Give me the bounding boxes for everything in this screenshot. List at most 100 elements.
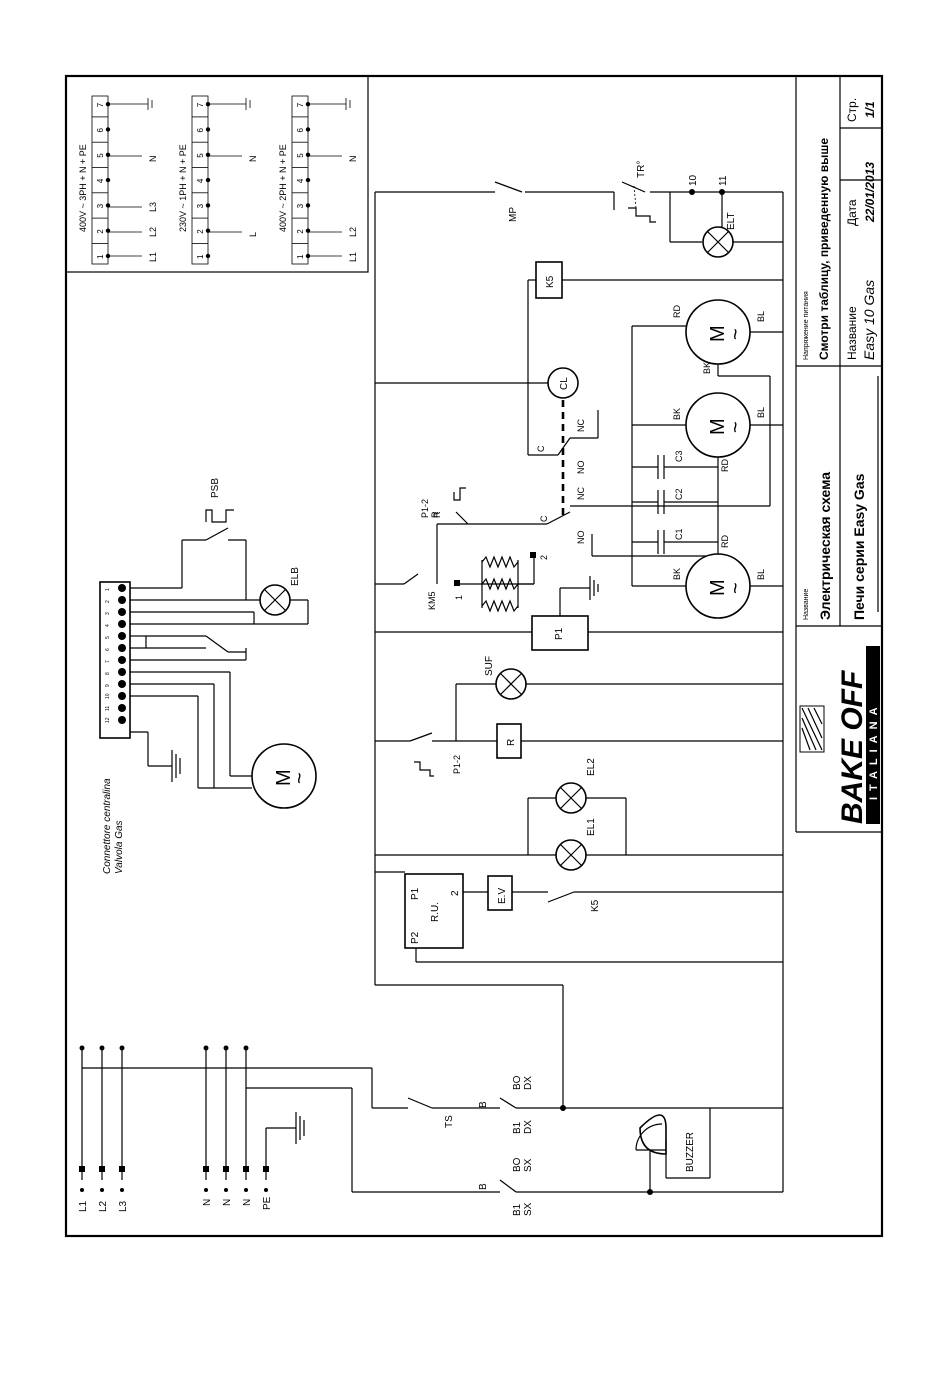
supply-value: Смотри таблицу, приведенную выше: [817, 138, 831, 360]
svg-text:C: C: [539, 515, 549, 522]
connector-pin: [118, 716, 126, 724]
supply-pin: [105, 127, 111, 132]
svg-text:~: ~: [725, 421, 747, 433]
svg-text:B: B: [478, 1183, 489, 1190]
supply-pin-label: 6: [96, 128, 105, 133]
svg-text:N: N: [148, 156, 158, 163]
ev-valve: [487, 875, 513, 911]
supply-table-frame: [65, 75, 369, 273]
connector-pin: [118, 608, 126, 616]
heater-resistors: [458, 555, 535, 613]
svg-text:NO: NO: [576, 531, 586, 545]
connector-pin-label: 5: [105, 636, 111, 639]
bake-off-logo: BAKE OFF ITALIANA: [799, 646, 880, 824]
supply-table-2: 230V ~ 1PH + N + PE L N: [178, 95, 258, 265]
svg-text:10: 10: [688, 174, 699, 186]
supply-table-1: 400V ~ 3PH + N + PE L1 L2 L3 N: [78, 95, 158, 265]
svg-text:BK: BK: [672, 568, 682, 580]
connector-pin-label: 9: [105, 684, 111, 687]
supply-pin-label: 3: [196, 203, 205, 208]
svg-text:~: ~: [725, 328, 747, 340]
supply-pin-label: 3: [296, 203, 305, 208]
fan-motor-1: M ~ RD BL BK: [672, 299, 766, 374]
svg-text:L3: L3: [118, 1200, 129, 1212]
svg-text:RD: RD: [720, 459, 730, 472]
svg-text:R: R: [506, 739, 517, 746]
connector-pin-label: 11: [105, 706, 111, 711]
supply-pin: [205, 203, 211, 208]
model-caption: Название: [845, 306, 859, 360]
svg-text:P1: P1: [410, 887, 421, 900]
svg-text:PSB: PSB: [210, 478, 221, 498]
svg-text:MP: MP: [508, 207, 519, 222]
svg-text:BK: BK: [702, 362, 712, 374]
supply-pin-label: 7: [296, 102, 305, 107]
svg-text:RD: RD: [672, 305, 682, 318]
connector-pin-label: 1: [105, 588, 111, 591]
connector-pin: [118, 644, 126, 652]
svg-text:N: N: [202, 1199, 213, 1206]
svg-text:BOSX: BOSX: [512, 1157, 534, 1172]
supply-caption: Напряжение питания: [803, 291, 810, 360]
diagram-subtitle: Печи серии Easy Gas: [851, 473, 867, 620]
ru-control-unit: [404, 873, 464, 949]
connector-pin-label: 10: [105, 693, 111, 699]
supply-table-2-caption: 230V ~ 1PH + N + PE: [178, 144, 188, 232]
svg-text:B1DX: B1DX: [512, 1120, 534, 1134]
svg-text:TS: TS: [444, 1115, 455, 1128]
supply-pin: [305, 102, 311, 107]
supply-pin: [205, 228, 211, 233]
svg-text:P1-2R: P1-2R: [420, 499, 440, 518]
svg-text:B: B: [478, 1101, 489, 1108]
svg-text:~: ~: [289, 772, 311, 784]
svg-text:L2: L2: [148, 227, 158, 237]
svg-text:B1SX: B1SX: [512, 1202, 534, 1216]
tr-switch: [621, 181, 646, 193]
title-block: Название Электрическая схема Печи серии …: [795, 76, 882, 833]
supply-pin: [305, 253, 311, 259]
svg-text:L: L: [248, 232, 258, 237]
svg-text:L1: L1: [148, 252, 158, 262]
supply-pin: [105, 253, 111, 259]
svg-text:N: N: [222, 1199, 233, 1206]
svg-text:P1: P1: [554, 627, 565, 640]
supply-pin: [205, 152, 211, 157]
svg-text:BUZZER: BUZZER: [685, 1132, 696, 1172]
model-value: Easy 10 Gas: [861, 280, 877, 360]
svg-text:N: N: [242, 1199, 253, 1206]
connector-pin: [118, 704, 126, 712]
supply-pin: [305, 177, 311, 183]
svg-text:M: M: [707, 325, 729, 342]
svg-text:C2: C2: [674, 488, 684, 500]
supply-pin: [105, 203, 111, 208]
svg-text:1: 1: [454, 595, 464, 600]
connector-pin: [118, 584, 126, 592]
wiring: MP TR° 10 11 ELT K5 CL C NO NC: [78, 161, 784, 1216]
supply-pin: [305, 228, 311, 233]
connector-pin: [118, 620, 126, 628]
supply-table-3-caption: 400V ~ 2PH + N + PE: [278, 144, 288, 232]
svg-text:BK: BK: [672, 408, 682, 420]
date-value: 22/01/2013: [863, 162, 877, 223]
brand-subtitle: ITALIANA: [868, 701, 880, 800]
svg-text:C3: C3: [674, 450, 684, 462]
brand-name: BAKE OFF: [836, 670, 869, 824]
supply-table-1-caption: 400V ~ 3PH + N + PE: [78, 144, 88, 232]
supply-pin-label: 6: [296, 128, 305, 133]
connector-pin-label: 4: [105, 624, 111, 627]
fan-motor-2: M ~ BK BL RD: [672, 392, 766, 472]
cl-motor: [547, 367, 579, 399]
page-value: 1/1: [863, 101, 877, 118]
connector-pin: [118, 632, 126, 640]
supply-pin: [105, 177, 111, 183]
svg-text:KM5: KM5: [427, 591, 437, 610]
supply-pin: [305, 203, 311, 208]
svg-text:E.V: E.V: [497, 888, 508, 904]
supply-pin: [205, 127, 211, 132]
connector-pin-label: 3: [105, 612, 111, 615]
svg-text:N: N: [248, 156, 258, 163]
sheet-border: [64, 74, 884, 1238]
supply-pin: [305, 152, 311, 157]
supply-pin: [205, 253, 211, 259]
